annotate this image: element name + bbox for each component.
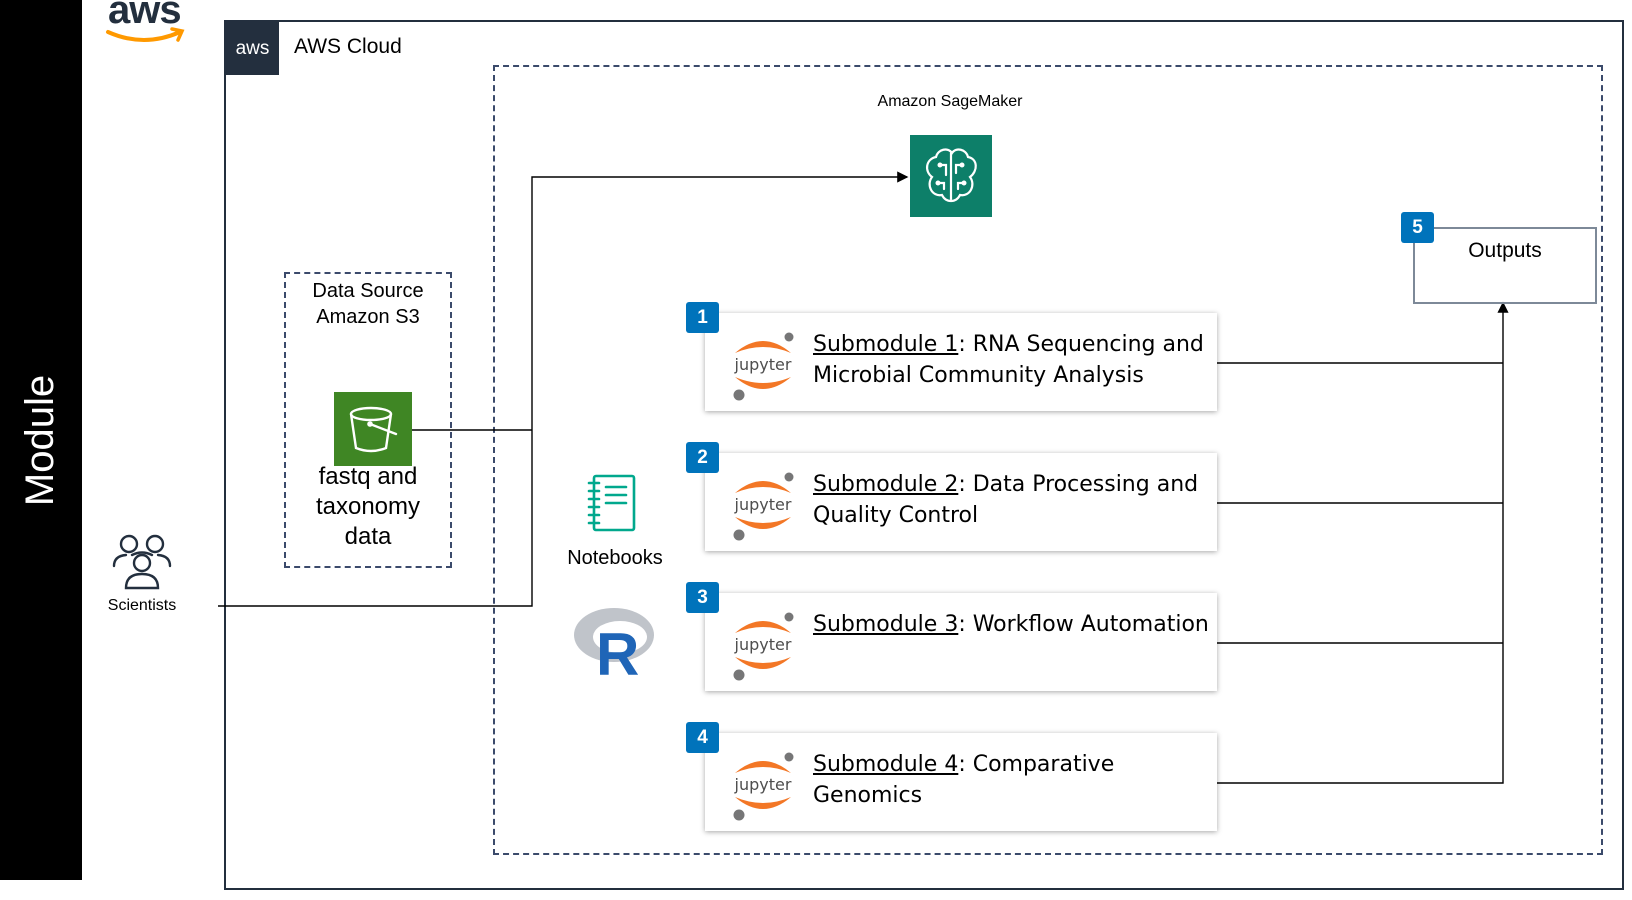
svg-text:jupyter: jupyter [734, 495, 792, 514]
svg-text:jupyter: jupyter [734, 635, 792, 654]
module-label: Module [18, 374, 63, 506]
data-source-title: Data Source Amazon S3 [284, 278, 452, 330]
jupyter-icon: jupyter [727, 329, 799, 401]
submodule-link[interactable]: Submodule 1 [813, 332, 959, 357]
aws-logo-text: aws [108, 0, 182, 32]
scientists-label: Scientists [107, 597, 177, 614]
submodule-title: : Comparative Genomics [813, 752, 1115, 808]
data-label-line1: fastq and [318, 463, 418, 490]
submodule-link[interactable]: Submodule 3 [813, 612, 959, 637]
submodule-card-3[interactable]: jupyter Submodule 3: Workflow Automation [705, 593, 1217, 691]
data-source-title-line2: Amazon S3 [316, 306, 420, 328]
submodule-title-line2: Quality Control [813, 503, 979, 528]
aws-cloud-badge-text: aws [235, 37, 270, 59]
data-label-line3: data [344, 523, 392, 550]
submodule-title: : Workflow Automation [958, 612, 1209, 637]
submodule-link[interactable]: Submodule 4 [813, 752, 959, 777]
sagemaker-icon [910, 135, 992, 217]
module-bar [0, 0, 82, 880]
sagemaker-brain-icon [926, 148, 977, 203]
r-logo-icon: R [574, 608, 654, 677]
submodule-card-4[interactable]: jupyter Submodule 4: Comparative Genomic… [705, 733, 1217, 831]
submodule-title: : Data Processing and [958, 472, 1199, 497]
submodule-card-1[interactable]: jupyter Submodule 1: RNA Sequencing and … [705, 313, 1217, 411]
step-badge-5: 5 [1401, 212, 1434, 243]
step-badge-2: 2 [686, 442, 719, 473]
scientists-icon [112, 534, 172, 590]
step-badge-1: 1 [686, 302, 719, 333]
submodule-card-2[interactable]: jupyter Submodule 2: Data Processing and… [705, 453, 1217, 551]
data-source-title-line1: Data Source [312, 280, 424, 302]
module-label-wrap: Module [0, 0, 82, 880]
submodule-text: Submodule 4: Comparative Genomics [813, 749, 1213, 811]
outputs-label: Outputs [1468, 238, 1542, 262]
outputs-box: Outputs [1413, 227, 1597, 304]
bucket-icon [349, 406, 398, 453]
data-source-label: fastq and taxonomy data [296, 462, 440, 552]
aws-cloud-title: AWS Cloud [294, 35, 402, 58]
sagemaker-label: Amazon SageMaker [877, 93, 1023, 110]
s3-bucket-icon [334, 392, 412, 466]
jupyter-icon: jupyter [727, 469, 799, 541]
step-badge-3: 3 [686, 582, 719, 613]
svg-text:jupyter: jupyter [734, 775, 792, 794]
svg-text:jupyter: jupyter [734, 355, 792, 374]
submodule-text: Submodule 1: RNA Sequencing and Microbia… [813, 329, 1213, 391]
notebook-icon [587, 474, 636, 532]
aws-cloud-badge: aws [226, 22, 279, 75]
notebooks-label: Notebooks [567, 547, 663, 569]
step-badge-4: 4 [686, 722, 719, 753]
submodule-text: Submodule 3: Workflow Automation [813, 609, 1213, 640]
submodule-title-line2: Microbial Community Analysis [813, 363, 1144, 388]
r-logo-text: R [596, 621, 639, 677]
submodule-text: Submodule 2: Data Processing and Quality… [813, 469, 1213, 531]
aws-smile-icon [106, 27, 185, 42]
jupyter-icon: jupyter [727, 749, 799, 821]
submodule-title: : RNA Sequencing and [958, 332, 1204, 357]
submodule-link[interactable]: Submodule 2 [813, 472, 959, 497]
aws-logo: aws [108, 0, 182, 33]
jupyter-icon: jupyter [727, 609, 799, 681]
data-label-line2: taxonomy [315, 493, 421, 520]
